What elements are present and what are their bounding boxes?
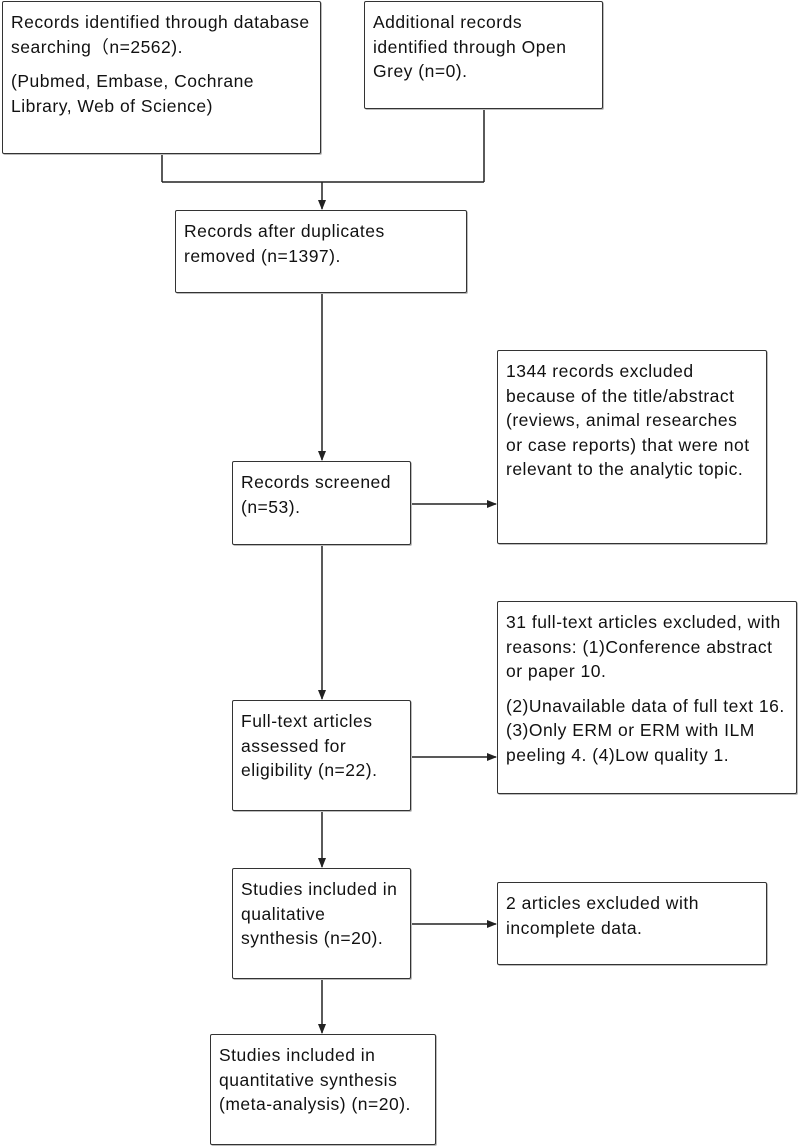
box-studies-quantitative: Studies included in quantitative synthes… [210, 1034, 436, 1145]
fulltext-excluded-reasons: (2)Unavailable data of full text 16. (3)… [506, 695, 785, 765]
box-incomplete-excluded: 2 articles excluded with incomplete data… [497, 882, 767, 965]
box-studies-qualitative: Studies included in qualitative synthesi… [232, 868, 411, 979]
qualitative-text: Studies included in qualitative synthesi… [241, 879, 398, 948]
fulltext-assessed-text: Full-text articles assessed for eligibil… [241, 711, 378, 780]
incomplete-excluded-text: 2 articles excluded with incomplete data… [506, 893, 699, 938]
fulltext-excluded-text: 31 full-text articles excluded, with rea… [506, 612, 781, 681]
identified-db-sources: (Pubmed, Embase, Cochrane Library, Web o… [11, 71, 255, 116]
after-duplicates-text: Records after duplicates removed (n=1397… [184, 221, 385, 266]
additional-records-text: Additional records identified through Op… [373, 12, 567, 81]
box-fulltext-excluded: 31 full-text articles excluded, with rea… [497, 601, 797, 794]
box-additional-records: Additional records identified through Op… [364, 1, 603, 109]
excluded-title-text: 1344 records excluded because of the tit… [506, 361, 750, 479]
box-records-screened: Records screened (n=53). [232, 461, 411, 545]
identified-db-text: Records identified through database sear… [11, 12, 310, 57]
box-fulltext-assessed: Full-text articles assessed for eligibil… [232, 700, 411, 811]
screened-text: Records screened (n=53). [241, 472, 392, 517]
box-records-identified-database: Records identified through database sear… [2, 1, 321, 154]
box-records-after-duplicates: Records after duplicates removed (n=1397… [175, 210, 467, 293]
box-records-excluded-title: 1344 records excluded because of the tit… [497, 350, 767, 544]
quantitative-text: Studies included in quantitative synthes… [219, 1045, 411, 1114]
